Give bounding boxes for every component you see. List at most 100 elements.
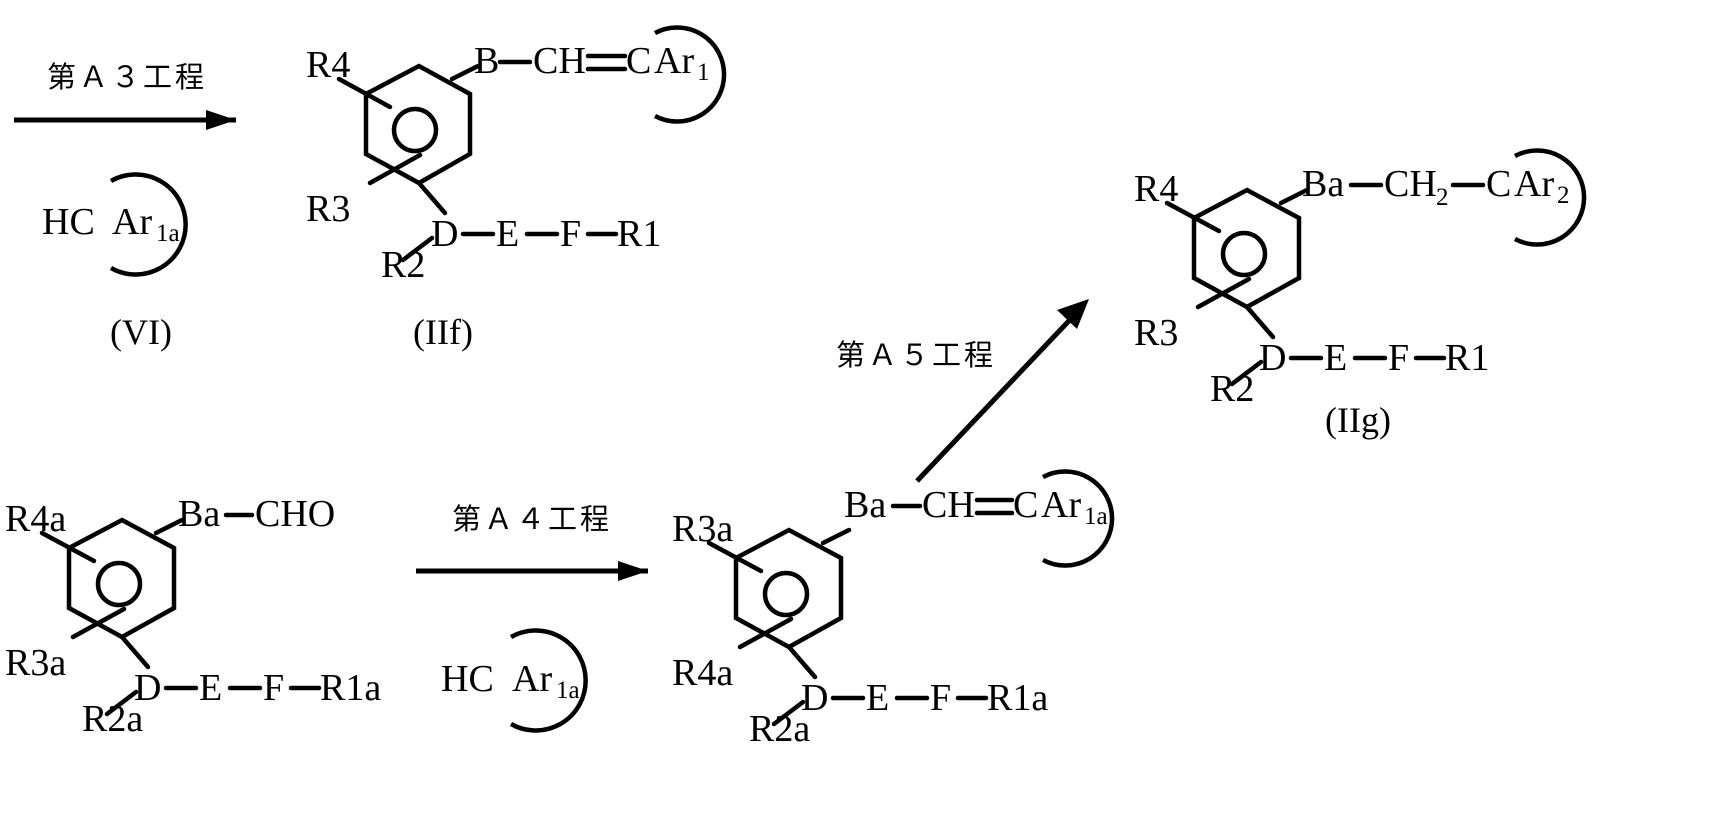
step-a5-group: 第Ａ５工程 [836, 299, 1089, 483]
ald-d-bond [119, 634, 151, 670]
iig-r4-bond [1164, 200, 1222, 234]
step-a4-reagent: HC Ar 1a [441, 628, 588, 733]
reagent-a3-aryl-sub: 1a [156, 220, 180, 247]
reagent-a4-aryl-sub: 1a [556, 677, 580, 704]
alk-r4a-bond [737, 616, 794, 650]
ald-label-r3a: R3a [5, 642, 66, 684]
step-a4-arrow-head [618, 561, 648, 581]
iif-atom-e: E [496, 213, 519, 255]
iig-atom-ch2: CH [1384, 163, 1437, 205]
iig-aryl-sub: 2 [1557, 182, 1570, 209]
step-a3-group: 第Ａ３工程 HC Ar 1a (VI) [14, 60, 236, 352]
structure-alkene-a: R3a R4a R2a Ba CH C Ar 1a D E F R1a [672, 469, 1115, 750]
iif-label-r3: R3 [306, 188, 350, 230]
iif-aromatic-circle [391, 106, 439, 154]
iif-label-r1: R1 [617, 213, 661, 255]
ald-atom-e: E [199, 667, 222, 709]
iif-aryl-sub: 1 [697, 59, 710, 86]
iig-atom-c: C [1486, 163, 1511, 205]
iif-b-bond [449, 63, 481, 82]
iig-atom-ch2-sub: 2 [1436, 184, 1449, 211]
ald-label-r4a: R4a [5, 498, 66, 540]
iif-d-bond [416, 180, 448, 216]
structure-iif: R4 R3 R2 B CH C Ar 1 D E F R1 (IIf) [306, 25, 727, 352]
step-a5-arrow-shaft [915, 304, 1085, 483]
iif-atom-f: F [560, 213, 581, 255]
alk-atom-c: C [1013, 484, 1038, 526]
reagent-a4-open-circle [509, 628, 588, 733]
ald-atom-ba: Ba [178, 493, 220, 535]
reagent-a3-hc: HC [42, 201, 95, 243]
alk-label-r1a: R1a [987, 677, 1048, 719]
iig-atom-d: D [1259, 337, 1286, 379]
alk-benzene-ring [733, 527, 844, 650]
iig-label-r3: R3 [1134, 312, 1178, 354]
structure-iig: R4 R3 R2 Ba CH 2 C Ar 2 D E F R1 (IIg) [1134, 148, 1587, 440]
alk-aromatic-circle [762, 570, 810, 618]
ald-label-r1a: R1a [320, 667, 381, 709]
iig-label-r4: R4 [1134, 168, 1178, 210]
iif-atom-c: C [626, 40, 651, 82]
reagent-a4-aryl: Ar [512, 658, 552, 700]
alk-label-r2a: R2a [749, 708, 810, 750]
ald-benzene-ring [66, 517, 177, 640]
alk-atom-d: D [801, 677, 828, 719]
step-a5-label: 第Ａ５工程 [836, 338, 996, 372]
alk-ba-bond [820, 527, 852, 546]
compound-label-iig: (IIg) [1325, 400, 1391, 440]
alk-r2a-bond [771, 699, 806, 727]
iif-r4-bond [336, 76, 393, 110]
iig-aryl-open-circle [1513, 148, 1587, 247]
alk-label-r4a: R4a [672, 652, 733, 694]
alk-atom-e: E [866, 677, 889, 719]
ald-r3a-bond [70, 606, 127, 640]
iig-label-r2: R2 [1210, 368, 1254, 410]
step-a4-label: 第Ａ４工程 [452, 502, 612, 536]
ald-r2a-bond [104, 689, 139, 717]
alk-aryl-open-circle [1041, 469, 1115, 568]
iig-aromatic-circle [1220, 230, 1268, 278]
alk-aryl-sub: 1a [1084, 503, 1108, 530]
step-a3-label: 第Ａ３工程 [47, 60, 207, 94]
structure-aldehyde: R4a R3a R2a Ba CHO D E F R1a [5, 493, 381, 740]
alk-atom-f: F [930, 677, 951, 719]
compound-label-iif: (IIf) [413, 312, 473, 352]
iif-label-r2: R2 [381, 244, 425, 286]
iig-d-bond [1244, 304, 1276, 340]
iif-atom-d: D [431, 213, 458, 255]
iif-aryl-label: Ar [654, 40, 694, 82]
alk-atom-ch: CH [922, 484, 975, 526]
ald-label-r2a: R2a [82, 698, 143, 740]
compound-label-vi: (VI) [110, 312, 172, 352]
step-a3-arrow-head [206, 110, 236, 130]
alk-label-r3a: R3a [672, 508, 733, 550]
reagent-a3-open-circle [109, 172, 188, 277]
iif-benzene-ring [363, 63, 473, 186]
iig-ba-bond [1278, 187, 1310, 206]
alk-aryl-label: Ar [1041, 484, 1081, 526]
iif-label-r4: R4 [306, 44, 350, 86]
iig-r2-bond [1229, 359, 1264, 387]
ald-r4a-bond [39, 530, 97, 564]
iig-label-r1: R1 [1445, 337, 1489, 379]
iif-r3-bond [367, 152, 423, 186]
alk-r3a-bond [706, 540, 764, 574]
alk-atom-ba: Ba [844, 484, 886, 526]
iig-atom-f: F [1388, 337, 1409, 379]
ald-atom-f: F [263, 667, 284, 709]
iig-atom-e: E [1324, 337, 1347, 379]
iif-aryl-open-circle [653, 25, 727, 124]
step-a4-group: 第Ａ４工程 HC Ar 1a [416, 502, 648, 733]
iif-atom-b: B [474, 40, 499, 82]
iif-atom-ch: CH [533, 40, 586, 82]
reagent-a4-hc: HC [441, 658, 494, 700]
iig-r3-bond [1195, 276, 1252, 310]
ald-aromatic-circle [95, 560, 143, 608]
step-a3-reagent: HC Ar 1a [42, 172, 188, 277]
ald-atom-cho: CHO [255, 493, 335, 535]
step-a5-arrow-head [1057, 299, 1089, 329]
reagent-a3-aryl: Ar [112, 201, 152, 243]
iig-aryl-label: Ar [1514, 163, 1554, 205]
iif-r2-bond [400, 235, 435, 263]
